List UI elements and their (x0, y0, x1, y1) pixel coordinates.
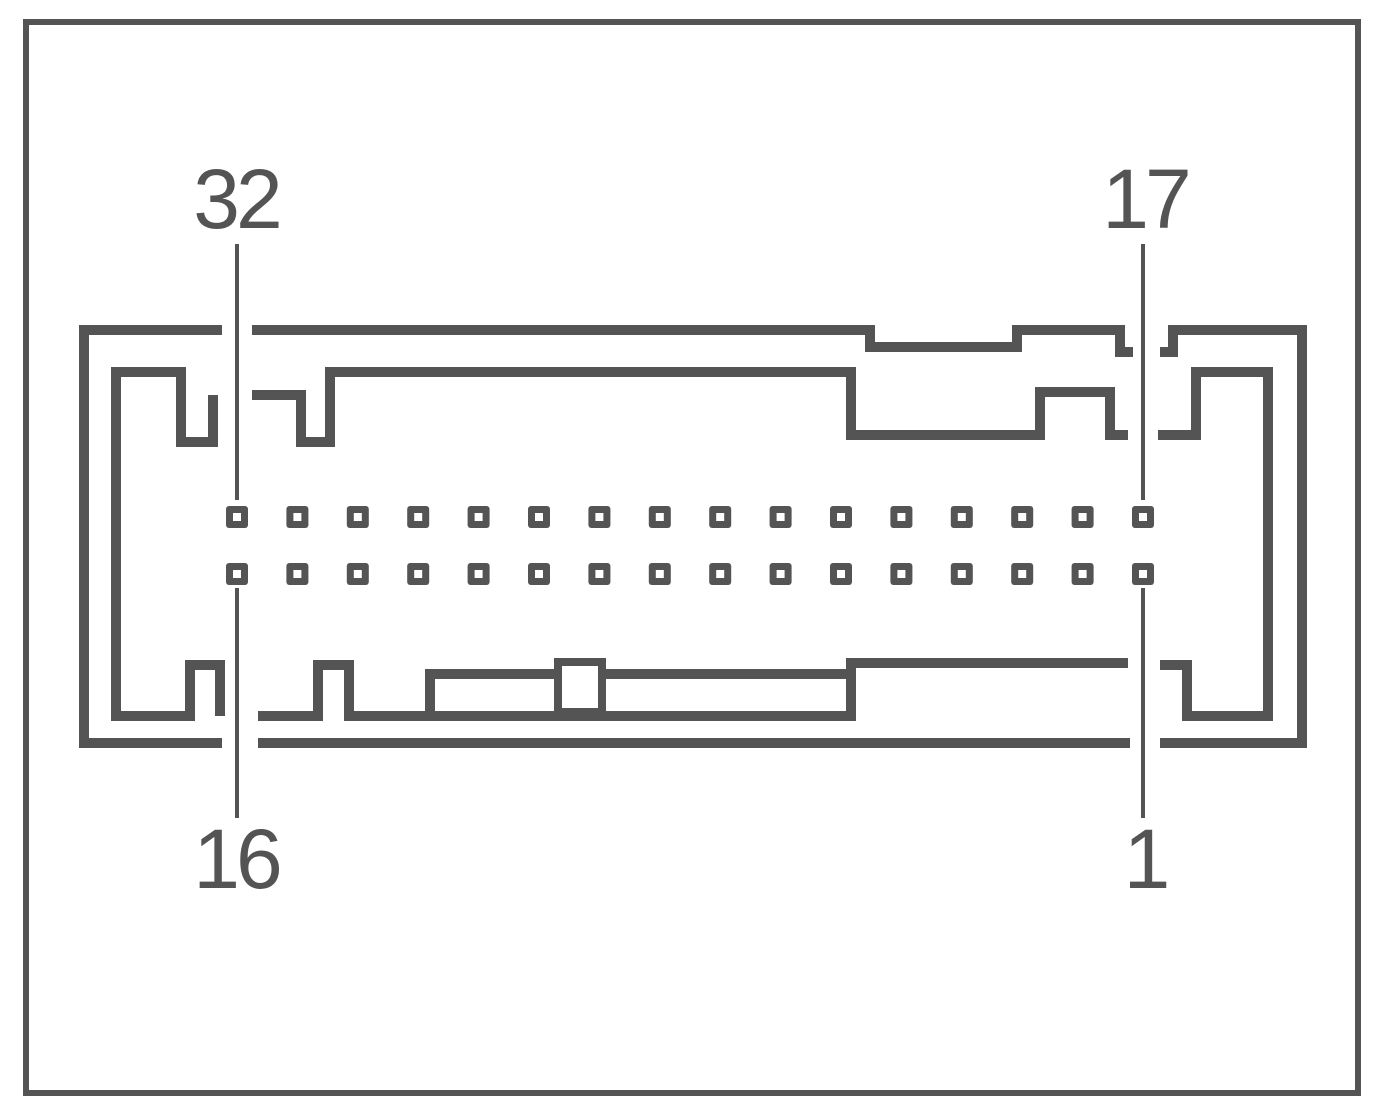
pin-cavity-hole (957, 513, 966, 521)
pin-cavity-hole (655, 570, 664, 578)
pin-cavity-hole (233, 513, 241, 521)
pin-cavity-hole (595, 570, 604, 578)
pin-label-1: 1 (1124, 812, 1167, 906)
pin-cavity-hole (716, 570, 725, 578)
connector-housing-outer (79, 325, 1307, 748)
pin-cavity-hole (655, 513, 664, 521)
pin-cavity-hole (957, 570, 966, 578)
pin-cavity-hole (474, 570, 483, 578)
pin-cavity-hole (293, 513, 302, 521)
pin-cavity-hole (776, 513, 785, 521)
connector-housing-inner (111, 367, 1273, 721)
pin-cavity-hole (595, 513, 604, 521)
pin-cavity-hole (353, 513, 362, 521)
pin-cavity-hole (1139, 570, 1147, 578)
pin-cavity-hole (837, 513, 845, 521)
pin-cavity-hole (414, 570, 423, 578)
pin-cavity-hole (716, 513, 725, 521)
pin-cavity-hole (233, 570, 241, 578)
outer-frame (23, 19, 1361, 1096)
pin-label-17: 17 (1102, 152, 1188, 246)
pin-cavity-hole (1018, 513, 1027, 521)
pin-cavity-hole (1078, 513, 1087, 521)
pin-cavity-hole (353, 570, 362, 578)
pin-cavity-hole (535, 570, 543, 578)
pin-cavity-hole (1078, 570, 1087, 578)
pin-cavity-hole (293, 570, 302, 578)
pin-cavity-hole (414, 513, 423, 521)
pin-cavity-hole (776, 570, 785, 578)
pin-cavity-hole (474, 513, 483, 521)
pin-cavity-hole (897, 513, 906, 521)
pin-cavity-hole (897, 570, 906, 578)
leader-lines (235, 244, 1145, 818)
pin-cavity-hole (837, 570, 845, 578)
pin-cavity-hole (1139, 513, 1147, 521)
keying-tab (554, 658, 606, 716)
pin-label-16: 16 (193, 812, 280, 906)
pin-cavity-hole (535, 513, 543, 521)
pin-label-32: 32 (193, 152, 279, 246)
pin-cavity-hole (1018, 570, 1027, 578)
pin-grid (226, 506, 1154, 585)
